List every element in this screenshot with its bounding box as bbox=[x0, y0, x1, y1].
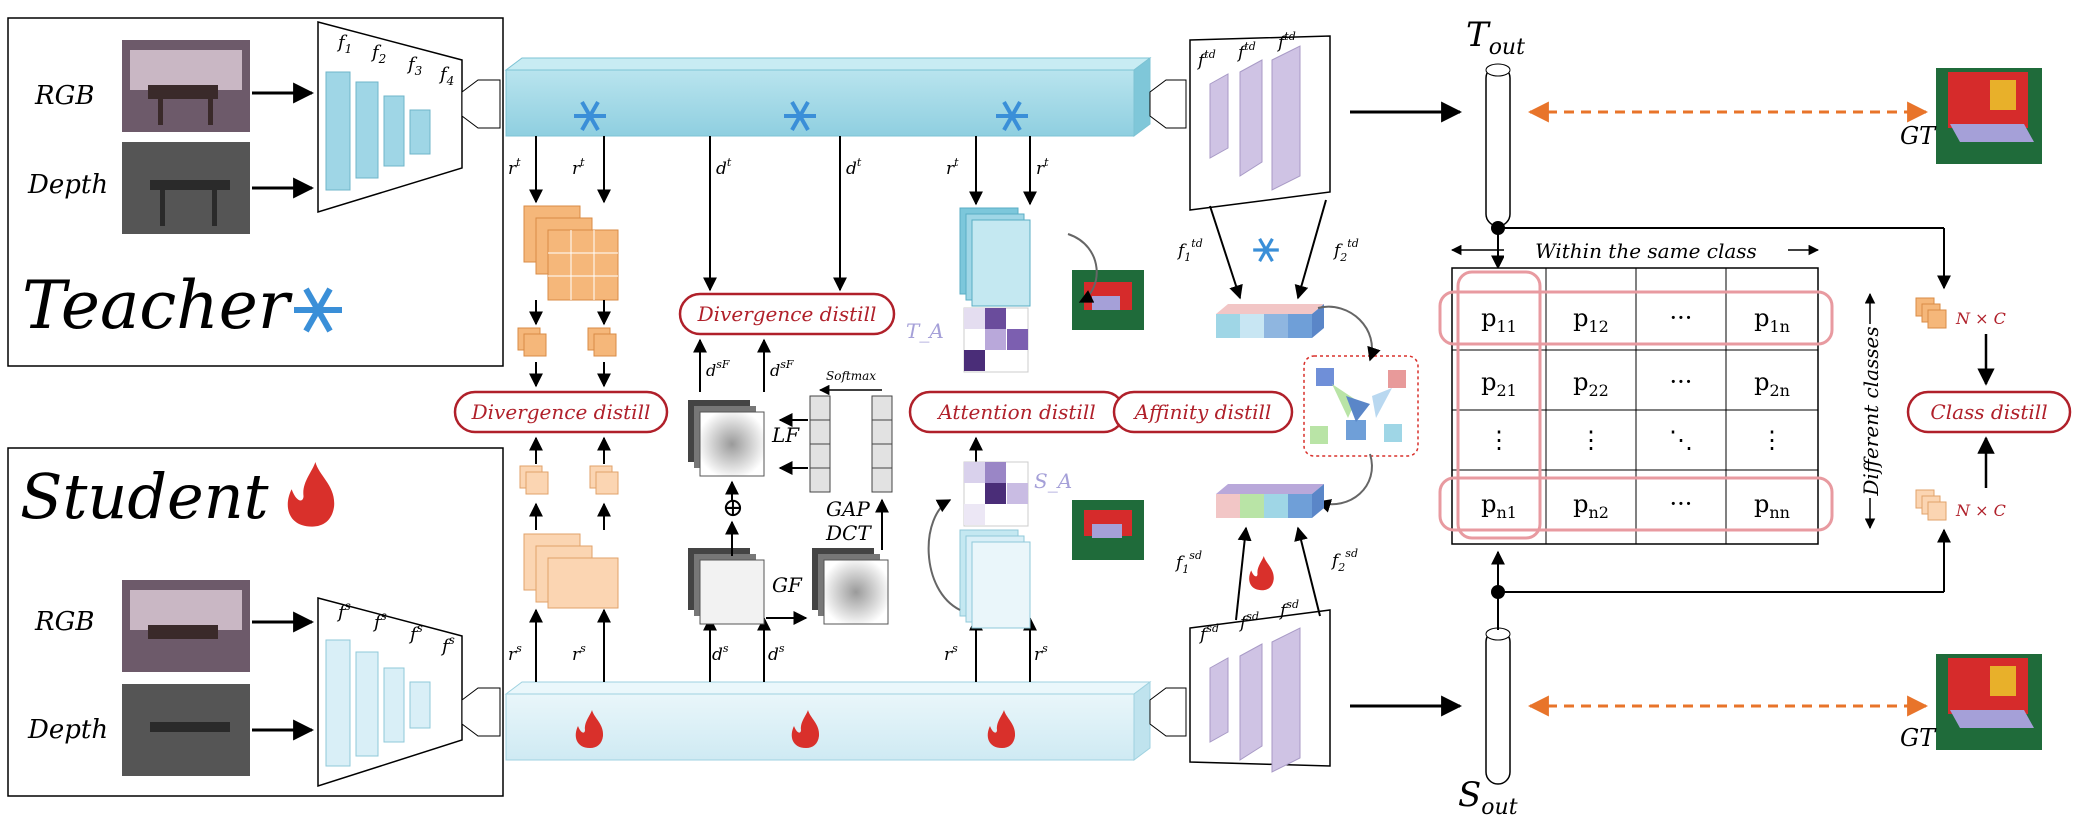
tap-labels-top: rt rt dt dt rt rt bbox=[508, 156, 1049, 179]
decoder-f1-sd: fsd bbox=[1198, 622, 1219, 645]
teacher-region-grids bbox=[517, 205, 619, 388]
gap-label: GAP bbox=[826, 497, 870, 521]
svg-text:dsF: dsF bbox=[706, 358, 730, 380]
student-depth-label: Depth bbox=[27, 715, 108, 745]
flame-icon bbox=[1249, 556, 1274, 591]
svg-text:dsF: dsF bbox=[770, 358, 794, 380]
svg-text:rs: rs bbox=[508, 642, 522, 665]
teacher-depth-label: Depth bbox=[27, 170, 108, 200]
teacher-encoder: f1 f2 f3 f4 bbox=[317, 21, 463, 214]
frequency-module: dsF dsF LF Softmax ⊕ GF GAP DCT bbox=[688, 338, 893, 625]
svg-text:ds: ds bbox=[712, 642, 729, 665]
svg-text:rs: rs bbox=[1034, 642, 1048, 665]
matrix-cell: ··· bbox=[1670, 490, 1693, 518]
matrix-cell: pn2 bbox=[1573, 490, 1609, 522]
teacher-backbone-bar bbox=[461, 57, 1152, 137]
matrix-cell: p12 bbox=[1573, 304, 1609, 336]
teacher-title: Teacher bbox=[22, 267, 293, 344]
matrix-cell: pnn bbox=[1754, 490, 1790, 522]
matrix-cell: ··· bbox=[1670, 304, 1693, 332]
nxc-top-label: N × C bbox=[1955, 309, 2006, 328]
class-distill: N × C Class distill N × C bbox=[1906, 297, 2072, 521]
svg-text:ds: ds bbox=[768, 642, 785, 665]
tap-arrows bbox=[529, 136, 1037, 682]
matrix-cell: p1n bbox=[1754, 304, 1790, 336]
within-class-label: Within the same class bbox=[1535, 239, 1757, 263]
oplus-symbol: ⊕ bbox=[722, 493, 744, 523]
matrix-cell: ⋮ bbox=[1760, 426, 1784, 454]
student-backbone-bar bbox=[461, 681, 1152, 761]
t-out-label: Tout bbox=[1466, 15, 1525, 60]
gt-bottom-label: GT bbox=[1900, 724, 1937, 752]
dct-label: DCT bbox=[825, 521, 872, 545]
divergence-distill-left: Divergence distill bbox=[453, 390, 669, 434]
s-a-label: S_A bbox=[1034, 469, 1072, 493]
decoder-f3-td: ftd bbox=[1276, 30, 1296, 53]
t-a-label: T_A bbox=[906, 319, 944, 343]
student-decoder: fsd fsd fsd bbox=[1149, 598, 1463, 773]
svg-text:f2td: f2td bbox=[1332, 237, 1359, 264]
gt-top-label: GT bbox=[1900, 122, 1937, 150]
svg-text:Divergence distill: Divergence distill bbox=[471, 400, 651, 424]
matrix-cell: p21 bbox=[1481, 368, 1517, 400]
different-classes-label: Different classes bbox=[1859, 326, 1883, 496]
svg-text:rs: rs bbox=[944, 642, 958, 665]
matrix-cell: ··· bbox=[1670, 368, 1693, 396]
matrix-cell: ⋱ bbox=[1669, 426, 1693, 454]
divergence-distill-mid: Divergence distill bbox=[678, 292, 896, 336]
t-out: Tout bbox=[1466, 15, 1929, 227]
matrix-cell: ⋮ bbox=[1579, 426, 1603, 454]
svg-text:dt: dt bbox=[846, 156, 862, 179]
svg-text:f1sd: f1sd bbox=[1174, 549, 1202, 576]
decoder-f1-td: ftd bbox=[1196, 48, 1216, 71]
student-title: Student bbox=[20, 460, 269, 533]
student-region-grids bbox=[519, 436, 619, 609]
decoder-f2-td: ftd bbox=[1236, 40, 1256, 63]
nxc-bottom-label: N × C bbox=[1955, 501, 2006, 520]
softmax-label: Softmax bbox=[826, 369, 876, 383]
matrix-cell: pn1 bbox=[1481, 490, 1517, 522]
teacher-decoder: ftd ftd ftd bbox=[1149, 30, 1463, 211]
gf-label: GF bbox=[772, 573, 803, 597]
affinity-branch: f1td f2td Affinity distill f1sd f2sd bbox=[1112, 199, 1419, 621]
matrix-cell: p11 bbox=[1481, 304, 1517, 336]
s-out: Sout bbox=[1458, 627, 1929, 820]
matrix-cell: ⋮ bbox=[1487, 426, 1511, 454]
class-matrix: Within the same class p11 p12 ··· p1n p2… bbox=[1438, 221, 1951, 630]
svg-text:rt: rt bbox=[508, 156, 521, 179]
tap-labels-bottom: rs rs ds ds rs rs bbox=[508, 642, 1048, 665]
svg-text:f2sd: f2sd bbox=[1330, 547, 1358, 574]
attention-branch: T_A Attention distill S_A bbox=[906, 207, 1144, 629]
student-rgb-label: RGB bbox=[34, 607, 94, 637]
decoder-f3-sd: fsd bbox=[1278, 598, 1299, 621]
svg-text:Attention distill: Attention distill bbox=[936, 400, 1095, 424]
svg-text:f1td: f1td bbox=[1176, 237, 1203, 264]
matrix-cell: p22 bbox=[1573, 368, 1609, 400]
svg-text:rt: rt bbox=[946, 156, 959, 179]
s-out-label: Sout bbox=[1458, 775, 1518, 820]
lf-label: LF bbox=[771, 423, 800, 447]
svg-text:Divergence distill: Divergence distill bbox=[697, 302, 877, 326]
matrix-cell: p2n bbox=[1754, 368, 1790, 400]
svg-text:rt: rt bbox=[572, 156, 585, 179]
decoder-f2-sd: fsd bbox=[1238, 610, 1259, 633]
student-encoder: fs fs fs fs bbox=[317, 597, 463, 788]
svg-text:rs: rs bbox=[572, 642, 586, 665]
svg-text:Affinity distill: Affinity distill bbox=[1133, 400, 1272, 424]
svg-text:rt: rt bbox=[1036, 156, 1049, 179]
gt-top: GT bbox=[1900, 68, 2042, 164]
svg-text:Class distill: Class distill bbox=[1930, 400, 2047, 424]
snowflake-icon bbox=[1251, 237, 1281, 263]
teacher-rgb-label: RGB bbox=[34, 81, 94, 111]
gt-bottom: GT bbox=[1900, 654, 2042, 752]
svg-text:dt: dt bbox=[716, 156, 732, 179]
